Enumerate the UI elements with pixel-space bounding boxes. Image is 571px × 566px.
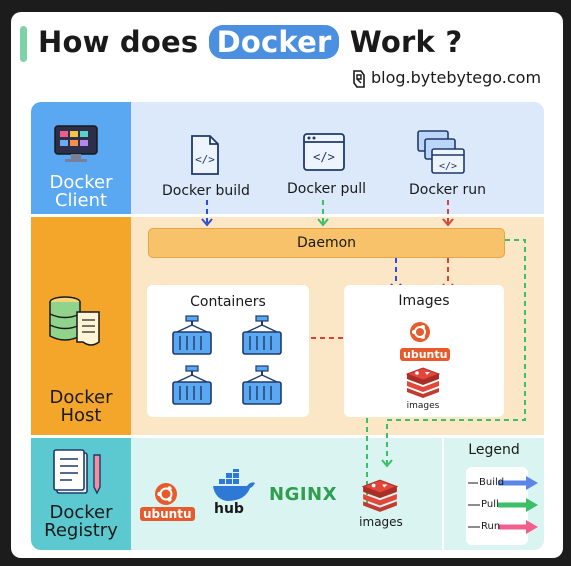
pull-arrow-daemon-registry	[386, 239, 526, 464]
database-scroll-icon	[49, 296, 100, 346]
container-icon	[242, 365, 282, 405]
container-icon	[242, 315, 282, 355]
containers-grid	[172, 315, 282, 405]
images-title: Images	[398, 293, 450, 309]
images-redis-label: images	[406, 401, 440, 411]
registry-label-line2: Registry	[44, 520, 118, 541]
registry-ubuntu-label: ubuntu	[140, 503, 195, 522]
redis-icon	[361, 479, 399, 512]
title-before: How does	[38, 25, 199, 59]
file-code-icon: </>	[191, 135, 219, 175]
stacked-windows-icon: </>	[417, 130, 465, 174]
legend-arrows	[468, 476, 538, 534]
svg-text:</>: </>	[439, 161, 457, 172]
nginx-logo: NGINX	[269, 484, 337, 505]
legend-pull: Pull	[481, 499, 499, 510]
ubuntu-icon	[410, 322, 430, 342]
client-label-line2: Client	[54, 190, 108, 211]
images-ubuntu-label: ubuntu	[400, 343, 451, 362]
client-label-line1: Docker	[49, 172, 113, 193]
title-after: Work ?	[349, 25, 463, 59]
host-label-line2: Host	[60, 405, 102, 426]
registry-label: Docker Registry	[31, 504, 131, 540]
registry-images-label: images	[359, 515, 403, 529]
title-highlight: Docker	[208, 25, 340, 59]
redis-icon	[405, 367, 441, 398]
svg-text:</>: </>	[313, 150, 335, 164]
page-title: How does Docker Work ?	[38, 25, 462, 59]
containers-title: Containers	[190, 294, 266, 310]
bytebytego-logo-icon	[353, 69, 365, 88]
ubuntu-text: ubuntu	[400, 348, 451, 361]
daemon-bar: Daemon	[148, 228, 505, 258]
monitor-icon	[54, 125, 98, 162]
ubuntu-icon	[155, 483, 177, 505]
host-label: Docker Host	[31, 389, 131, 425]
registry-document-icon	[53, 449, 101, 495]
container-icon	[172, 365, 212, 405]
site-text: blog.bytebytego.com	[371, 68, 542, 87]
client-label: Docker Client	[31, 174, 131, 210]
docker-build-label: Docker build	[162, 183, 250, 199]
legend-divider	[442, 438, 444, 550]
legend-build: Build	[479, 477, 505, 488]
title-accent-bar	[20, 26, 27, 62]
docker-run-label: Docker run	[409, 182, 486, 198]
browser-code-icon: </>	[303, 133, 345, 171]
legend-run: Run	[481, 521, 501, 532]
site-credit: blog.bytebytego.com	[351, 68, 541, 89]
ubuntu-registry-text: ubuntu	[140, 507, 195, 521]
host-label-line1: Docker	[49, 387, 113, 408]
docker-pull-label: Docker pull	[287, 181, 367, 197]
legend-title: Legend	[468, 442, 520, 458]
registry-hub-label: hub	[214, 501, 244, 517]
svg-text:</>: </>	[195, 153, 215, 166]
container-icon	[172, 315, 212, 355]
docker-whale-icon	[213, 469, 255, 501]
registry-label-line1: Docker	[49, 502, 113, 523]
diagram-card: How does Docker Work ? blog.bytebytego.c…	[11, 12, 563, 558]
